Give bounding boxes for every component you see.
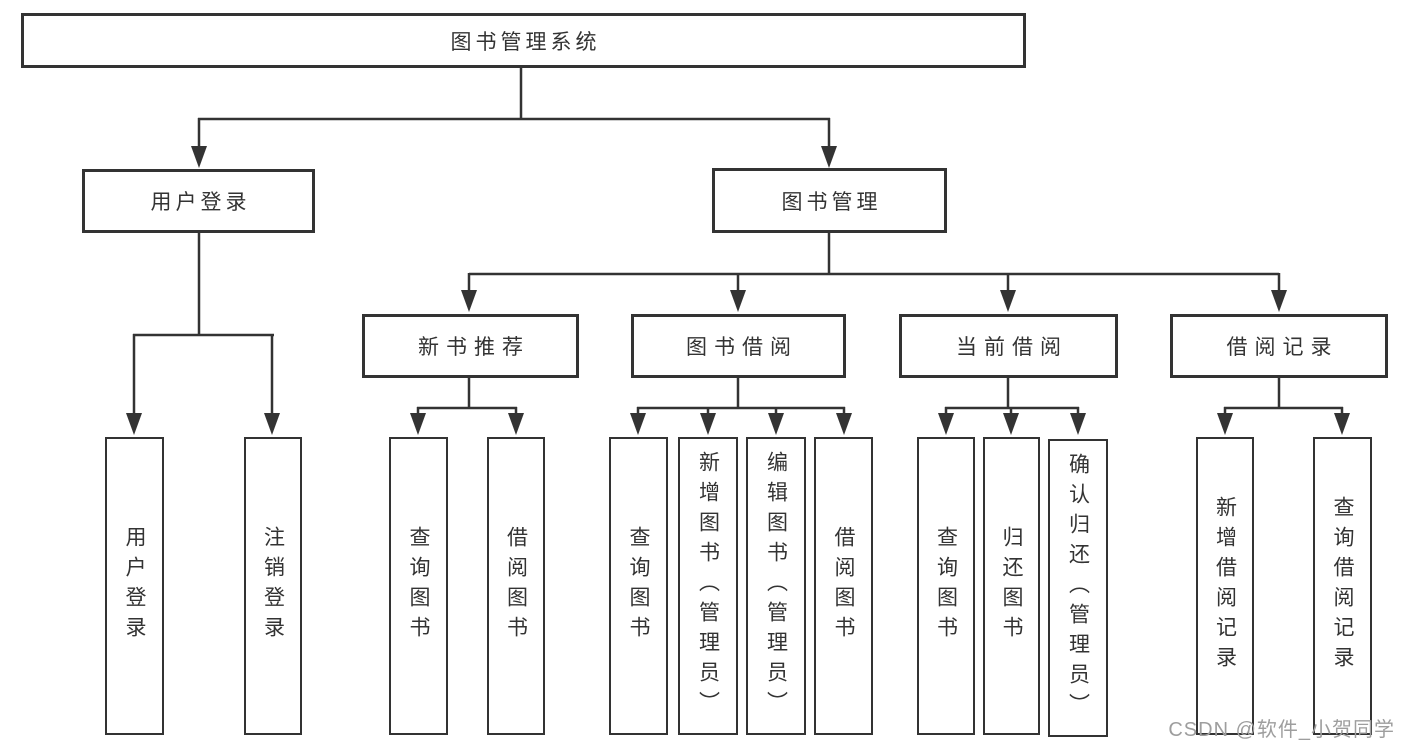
arrowhead	[1003, 413, 1019, 435]
leaf-query-books-current: 查询图书	[917, 437, 975, 735]
arrowhead	[1271, 290, 1287, 312]
arrowhead	[821, 146, 837, 168]
arrowhead	[1334, 413, 1350, 435]
leaf-logout: 注销登录	[244, 437, 302, 735]
arrowhead	[410, 413, 426, 435]
leaf-query-books-borrowing: 查询图书	[609, 437, 668, 735]
leaf-add-book-admin: 新增图书（管理员）	[678, 437, 738, 735]
arrowhead	[768, 413, 784, 435]
arrowhead	[730, 290, 746, 312]
watermark: CSDN @软件_小贺同学	[1168, 719, 1395, 741]
leaf-edit-book-admin: 编辑图书（管理员）	[746, 437, 806, 735]
arrowhead	[700, 413, 716, 435]
node-borrowing-records: 借阅记录	[1170, 314, 1388, 378]
arrowhead	[191, 146, 207, 168]
node-book-borrowing: 图书借阅	[631, 314, 846, 378]
arrowhead	[836, 413, 852, 435]
leaf-confirm-return-admin: 确认归还（管理员）	[1048, 439, 1108, 737]
arrowhead	[630, 413, 646, 435]
leaf-user-login: 用户登录	[105, 437, 164, 735]
arrowhead	[264, 413, 280, 435]
node-new-book-recommendation: 新书推荐	[362, 314, 579, 378]
node-current-borrowing: 当前借阅	[899, 314, 1118, 378]
arrowhead	[508, 413, 524, 435]
node-library-management-system: 图书管理系统	[21, 13, 1026, 68]
arrowhead	[938, 413, 954, 435]
leaf-return-books: 归还图书	[983, 437, 1040, 735]
node-book-management: 图书管理	[712, 168, 947, 233]
arrowhead	[1070, 413, 1086, 435]
node-user-login: 用户登录	[82, 169, 315, 233]
arrowhead	[1000, 290, 1016, 312]
leaf-borrow-books: 借阅图书	[814, 437, 873, 735]
arrowhead	[126, 413, 142, 435]
arrowhead	[461, 290, 477, 312]
leaf-query-books-recommend: 查询图书	[389, 437, 448, 735]
leaf-add-borrow-record: 新增借阅记录	[1196, 437, 1254, 735]
leaf-query-borrow-record: 查询借阅记录	[1313, 437, 1372, 735]
arrowhead	[1217, 413, 1233, 435]
leaf-borrow-books-recommend: 借阅图书	[487, 437, 545, 735]
